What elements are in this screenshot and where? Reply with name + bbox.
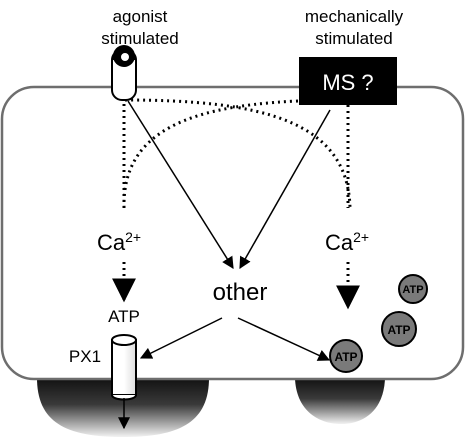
agonist-ligand-icon xyxy=(113,45,135,67)
dotted-arc-left xyxy=(124,98,352,209)
arrow-agonist-to-other xyxy=(127,100,234,270)
vesicle-atp-lower-label: ATP xyxy=(387,323,410,337)
ms-box xyxy=(299,57,397,105)
ca-left-superscript: 2+ xyxy=(125,229,141,245)
ca-left-base: Ca xyxy=(97,230,126,255)
arrow-other-to-vesicle xyxy=(237,317,331,361)
arrow-other-to-px1 xyxy=(139,317,223,359)
ca-right-base: Ca xyxy=(325,230,354,255)
other-label: other xyxy=(213,279,268,306)
arrow-ms-to-other xyxy=(239,109,331,270)
px1-channel-icon xyxy=(111,334,137,401)
agonist-label: agonist xyxy=(113,7,168,26)
ms-box-label: MS ? xyxy=(322,70,373,95)
vesicle-atp-upper: ATP xyxy=(398,274,428,304)
px1-label: PX1 xyxy=(69,347,101,366)
vesicle-atp-lower: ATP xyxy=(381,311,417,347)
ca-right-superscript: 2+ xyxy=(353,229,369,245)
secretion-shadow-right xyxy=(295,378,385,424)
cell-membrane xyxy=(0,85,465,381)
secretion-shadow-left xyxy=(37,378,209,437)
agonist-label-line2: stimulated xyxy=(101,29,178,48)
vesicle-atp-membrane: ATP xyxy=(329,339,363,373)
ca-left-label: Ca2+ xyxy=(97,229,141,255)
mechanical-label-line2: stimulated xyxy=(315,29,392,48)
dotted-arc-right xyxy=(122,98,347,209)
mechanical-label: mechanically xyxy=(305,7,404,26)
ca-right-label: Ca2+ xyxy=(325,229,369,255)
vesicle-atp-membrane-label: ATP xyxy=(334,350,357,364)
vesicle-atp-upper-label: ATP xyxy=(402,284,423,296)
atp-label: ATP xyxy=(108,307,140,326)
